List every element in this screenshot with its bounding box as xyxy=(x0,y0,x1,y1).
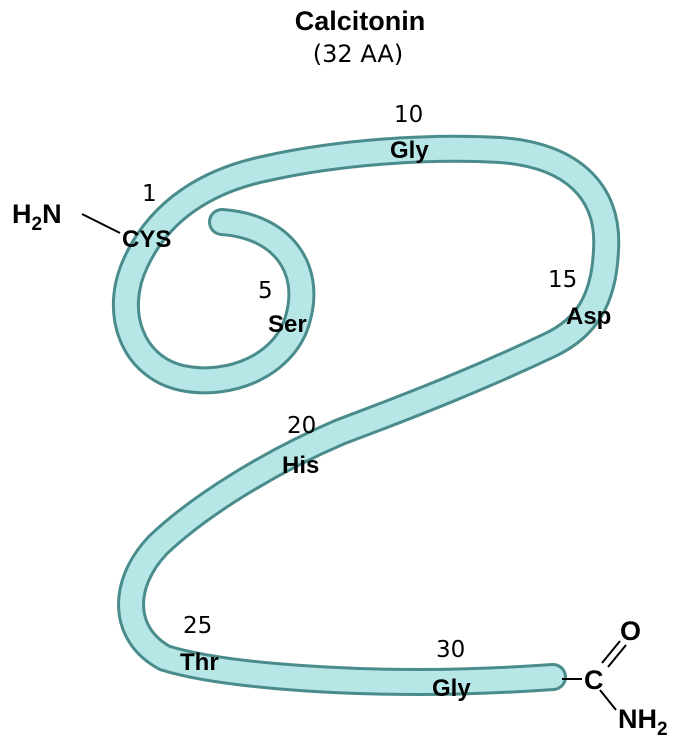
carbonyl-double-bond-2 xyxy=(607,644,627,668)
residue-25: 25 Thr xyxy=(180,613,219,676)
residue-name: Gly xyxy=(432,675,471,702)
residue-name: CYS xyxy=(122,226,171,253)
residue-30: 30 Gly xyxy=(432,637,471,702)
n-terminus-n: N xyxy=(42,199,62,229)
residue-name: Thr xyxy=(180,649,219,676)
c-terminus: C O NH2 xyxy=(562,616,668,738)
n-terminus-bond xyxy=(81,213,121,234)
residue-5: 5 Ser xyxy=(258,278,307,338)
diagram-subtitle: (32 AA) xyxy=(313,40,403,68)
residue-number: 10 xyxy=(394,102,423,128)
residue-name: His xyxy=(282,452,319,479)
peptide-chain xyxy=(111,134,621,696)
svg-text:NH2: NH2 xyxy=(618,704,668,738)
n-terminus: H2N xyxy=(12,199,121,235)
svg-text:H2N: H2N xyxy=(12,199,62,235)
residue-name: Asp xyxy=(566,303,611,330)
carbonyl-double-bond-1 xyxy=(601,640,621,664)
diagram-title: Calcitonin xyxy=(295,6,426,36)
residue-number: 25 xyxy=(183,613,212,639)
residue-10: 10 Gly xyxy=(390,102,429,164)
amide-nh: NH xyxy=(618,704,657,734)
amide-subscript: 2 xyxy=(657,719,668,738)
residue-number: 1 xyxy=(142,181,157,207)
amide-bond xyxy=(599,689,617,711)
residue-number: 5 xyxy=(258,278,273,304)
residue-number: 15 xyxy=(548,267,577,293)
residue-20: 20 His xyxy=(282,413,319,479)
residue-name: Gly xyxy=(390,137,429,164)
residue-name: Ser xyxy=(268,311,307,338)
c-terminus-oxygen: O xyxy=(620,616,641,646)
peptide-chain-fill xyxy=(114,137,618,693)
n-terminus-h: H xyxy=(12,199,32,229)
residue-number: 30 xyxy=(436,637,465,663)
residue-number: 20 xyxy=(287,413,316,439)
n-terminus-subscript: 2 xyxy=(32,214,43,235)
c-terminus-carbon: C xyxy=(584,665,604,695)
residue-15: 15 Asp xyxy=(548,267,611,330)
residue-1: 1 CYS xyxy=(122,181,171,253)
